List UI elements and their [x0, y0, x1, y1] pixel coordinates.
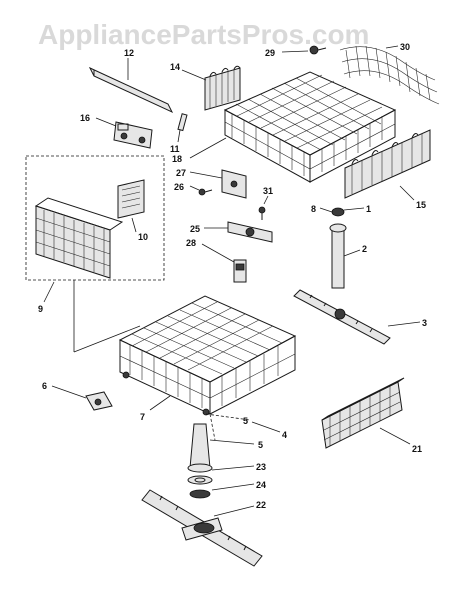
callout-2: 2 [362, 244, 367, 254]
callout-29: 29 [265, 48, 275, 58]
part-9-silverware-basket [34, 197, 124, 279]
part-26-screw [198, 188, 213, 196]
callout-5: 5 [258, 440, 263, 450]
callout-23: 23 [256, 462, 266, 472]
part-6-rack-clip [85, 391, 113, 411]
callout-11: 11 [170, 144, 180, 154]
part-27-bracket [221, 169, 247, 199]
part-30-tines [339, 45, 440, 105]
callout-28: 28 [186, 238, 196, 248]
callout-31: 31 [263, 186, 273, 196]
watermark-text: AppliancePartsPros.com [38, 19, 369, 50]
callout-8: 8 [311, 204, 316, 214]
part-18-upper-rack [223, 71, 397, 183]
callout-25: 25 [190, 224, 200, 234]
part-5-spray-tube [187, 423, 213, 473]
callout-22: 22 [256, 500, 266, 510]
part-9-assembly-box [25, 155, 165, 281]
callout-7: 7 [140, 412, 145, 422]
part-16-clip [113, 121, 153, 149]
part-8-nut [331, 207, 345, 217]
part-21-cutlery-basket [321, 377, 405, 449]
callout-10: 10 [138, 232, 148, 242]
callout-27: 27 [176, 168, 186, 178]
part-3-upper-spray-arm [293, 289, 391, 345]
part-24-nut [189, 489, 211, 499]
callout-30: 30 [400, 42, 410, 52]
callout-21: 21 [412, 444, 422, 454]
callout-6: 6 [42, 381, 47, 391]
callout-12: 12 [124, 48, 134, 58]
part-22-lower-spray-arm [141, 489, 263, 567]
part-14-tine-row [204, 65, 241, 111]
part-23-washer [187, 475, 213, 485]
callout-15: 15 [416, 200, 426, 210]
callout-9: 9 [38, 304, 43, 314]
part-10-basket-lid [117, 179, 145, 219]
callout-24: 24 [256, 480, 266, 490]
callout-5a: 5 [243, 416, 248, 426]
callout-14: 14 [170, 62, 180, 72]
callout-4: 4 [282, 430, 287, 440]
part-7-lower-rack [118, 295, 297, 416]
part-31-screw [258, 206, 266, 220]
part-15-tine-row [344, 129, 431, 199]
part-28-fitting [233, 259, 247, 283]
callout-18: 18 [172, 154, 182, 164]
part-25-manifold [227, 221, 273, 243]
callout-3: 3 [422, 318, 427, 328]
callout-16: 16 [80, 113, 90, 123]
part-29-screw [309, 45, 327, 55]
callout-1: 1 [366, 204, 371, 214]
part-2-feed-tube [329, 223, 347, 289]
part-11-pin [177, 113, 188, 132]
part-12-rail [88, 66, 174, 114]
callout-26: 26 [174, 182, 184, 192]
